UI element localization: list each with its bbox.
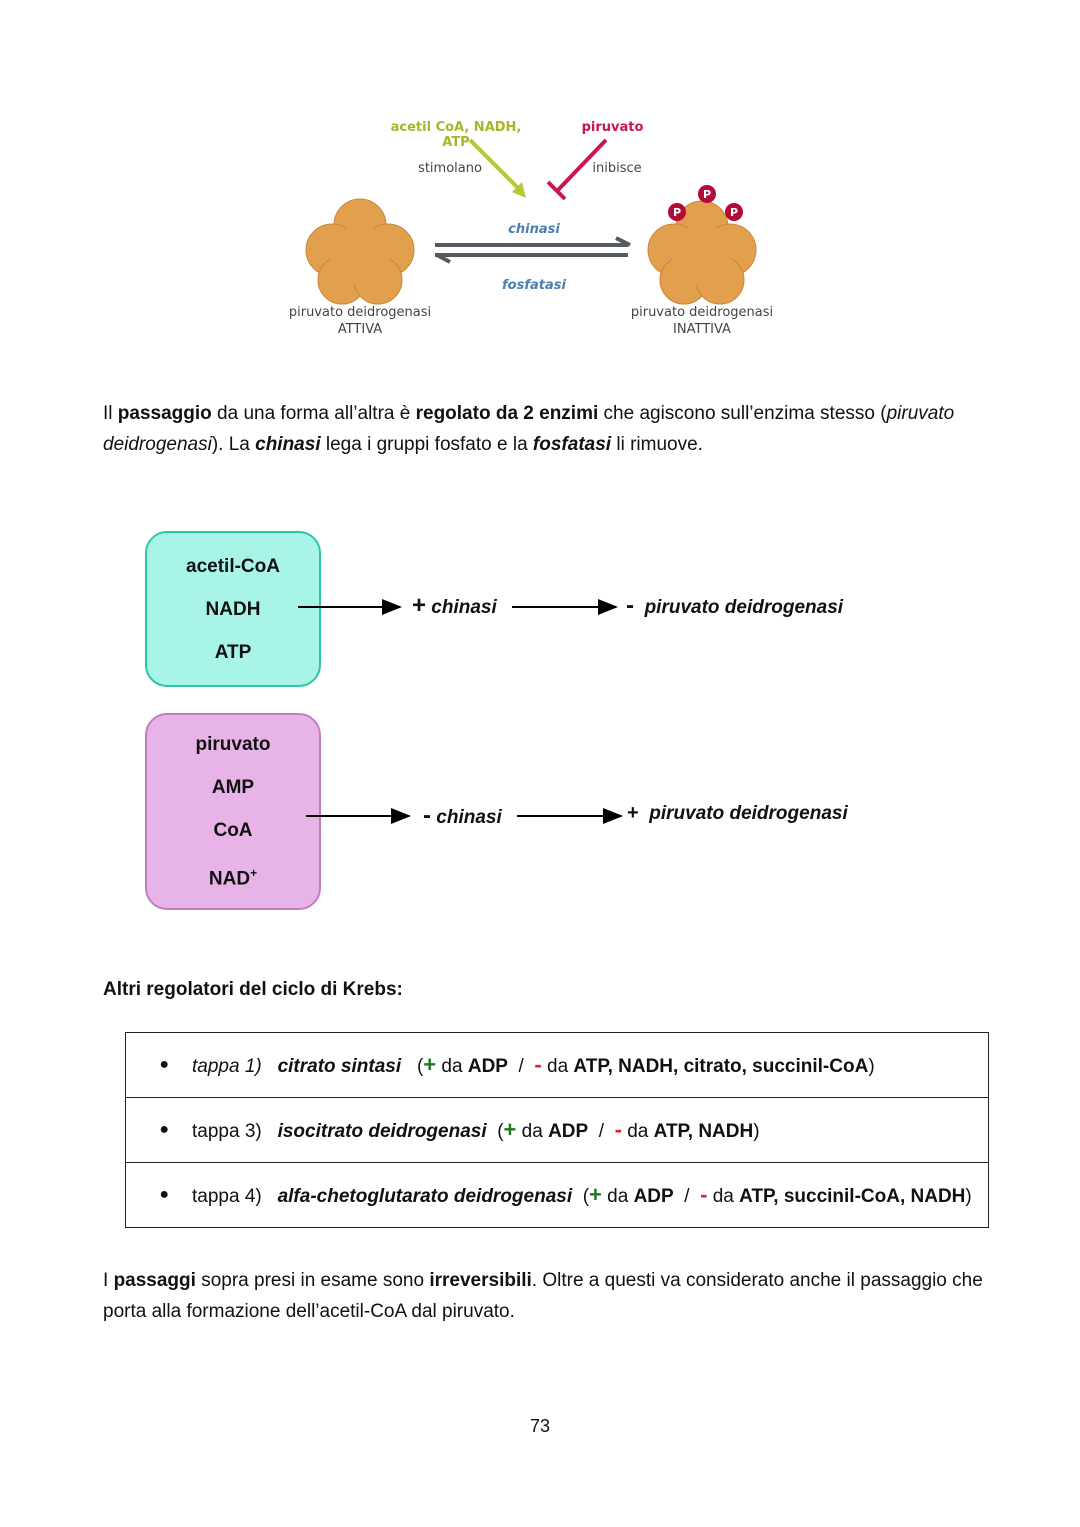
inhibitor-item: NAD+ (208, 865, 258, 890)
inibisce-label: inibisce (592, 161, 642, 176)
text: Il (103, 403, 118, 424)
active-enzyme-name: piruvato deidrogenasi (288, 305, 432, 320)
bold-italic-text: chinasi (255, 434, 321, 455)
text: li rimuove. (611, 434, 703, 455)
inhibitor-item: CoA (213, 819, 253, 841)
activator-item: NADH (205, 598, 261, 620)
row2-chinasi: - chinasi (423, 802, 502, 829)
text: ). La (211, 434, 256, 455)
inactive-enzyme-name: piruvato deidrogenasi (630, 305, 774, 320)
bold-text: passaggio (117, 403, 212, 424)
inhibitor-item: piruvato (195, 733, 271, 755)
inactive-enzyme-shape (647, 200, 757, 305)
table-row: ● tappa 1) citrato sintasi (+ da ADP / -… (126, 1033, 988, 1098)
stimolano-label: stimolano (418, 161, 482, 176)
activators-box: acetil-CoA NADH ATP (145, 531, 321, 687)
svg-text:P: P (703, 188, 711, 201)
inactive-enzyme-state: INATTIVA (673, 322, 731, 337)
paragraph-conclusion: I passaggi sopra presi in esame sono irr… (103, 1265, 983, 1327)
stimulate-arrow-icon (468, 138, 526, 198)
table-row: ● tappa 3) isocitrato deidrogenasi (+ da… (126, 1098, 988, 1163)
section-heading: Altri regolatori del ciclo di Krebs: (103, 979, 403, 1000)
svg-text:P: P (730, 206, 738, 219)
inhibitor-item: AMP (211, 776, 255, 798)
italic-text: piruvato deidrogenasi (103, 403, 955, 455)
inhibit-arrow-icon (546, 138, 608, 201)
inhibitors-box: piruvato AMP CoA NAD+ (145, 713, 321, 910)
row2-pdh: + piruvato deidrogenasi (627, 802, 848, 824)
inhibitor-label: piruvato (581, 120, 644, 135)
bullet-icon: ● (159, 1121, 169, 1138)
svg-text:P: P (673, 206, 681, 219)
chinasi-figure-label: chinasi (508, 222, 560, 237)
bullet-icon: ● (159, 1056, 169, 1073)
text: lega i gruppi fosfato e la (320, 434, 533, 455)
active-enzyme-shape (305, 198, 415, 305)
text: I (103, 1270, 114, 1291)
fosfatasi-figure-label: fosfatasi (502, 278, 566, 293)
bold-text: irreversibili (429, 1270, 532, 1291)
bold-italic-text: fosfatasi (532, 434, 612, 455)
stimulators-label: acetil CoA, NADH, ATP (390, 120, 522, 150)
bold-text: passaggi (113, 1270, 196, 1291)
regulation-diagram: P P P (305, 138, 757, 305)
row1-pdh: - piruvato deidrogenasi (626, 592, 844, 619)
row1-chinasi: + chinasi (412, 592, 497, 619)
active-enzyme-state: ATTIVA (337, 322, 383, 337)
phosphate-icon: P P P (668, 185, 743, 221)
regulation-figure: P P P acetil CoA, NADH, ATP piruvato sti… (280, 110, 800, 350)
paragraph-intro: Il passaggio da una forma all’altra è re… (103, 398, 983, 460)
bullet-icon: ● (159, 1186, 169, 1203)
activator-item: ATP (214, 641, 252, 663)
text: . Oltre a questi va considerato anche il… (103, 1270, 983, 1322)
activator-item: acetil-CoA (186, 555, 280, 577)
bold-text: regolato da 2 enzimi (415, 403, 599, 424)
page-number: 73 (529, 1416, 551, 1436)
text: sopra presi in esame sono (195, 1270, 430, 1291)
equilibrium-arrows-icon (435, 236, 631, 264)
text: da una forma all’altra è (211, 403, 416, 424)
regulators-table: ● tappa 1) citrato sintasi (+ da ADP / -… (125, 1032, 989, 1228)
text: che agiscono sull’enzima stesso ( (598, 403, 887, 424)
table-row: ● tappa 4) alfa-chetoglutarato deidrogen… (126, 1163, 988, 1227)
